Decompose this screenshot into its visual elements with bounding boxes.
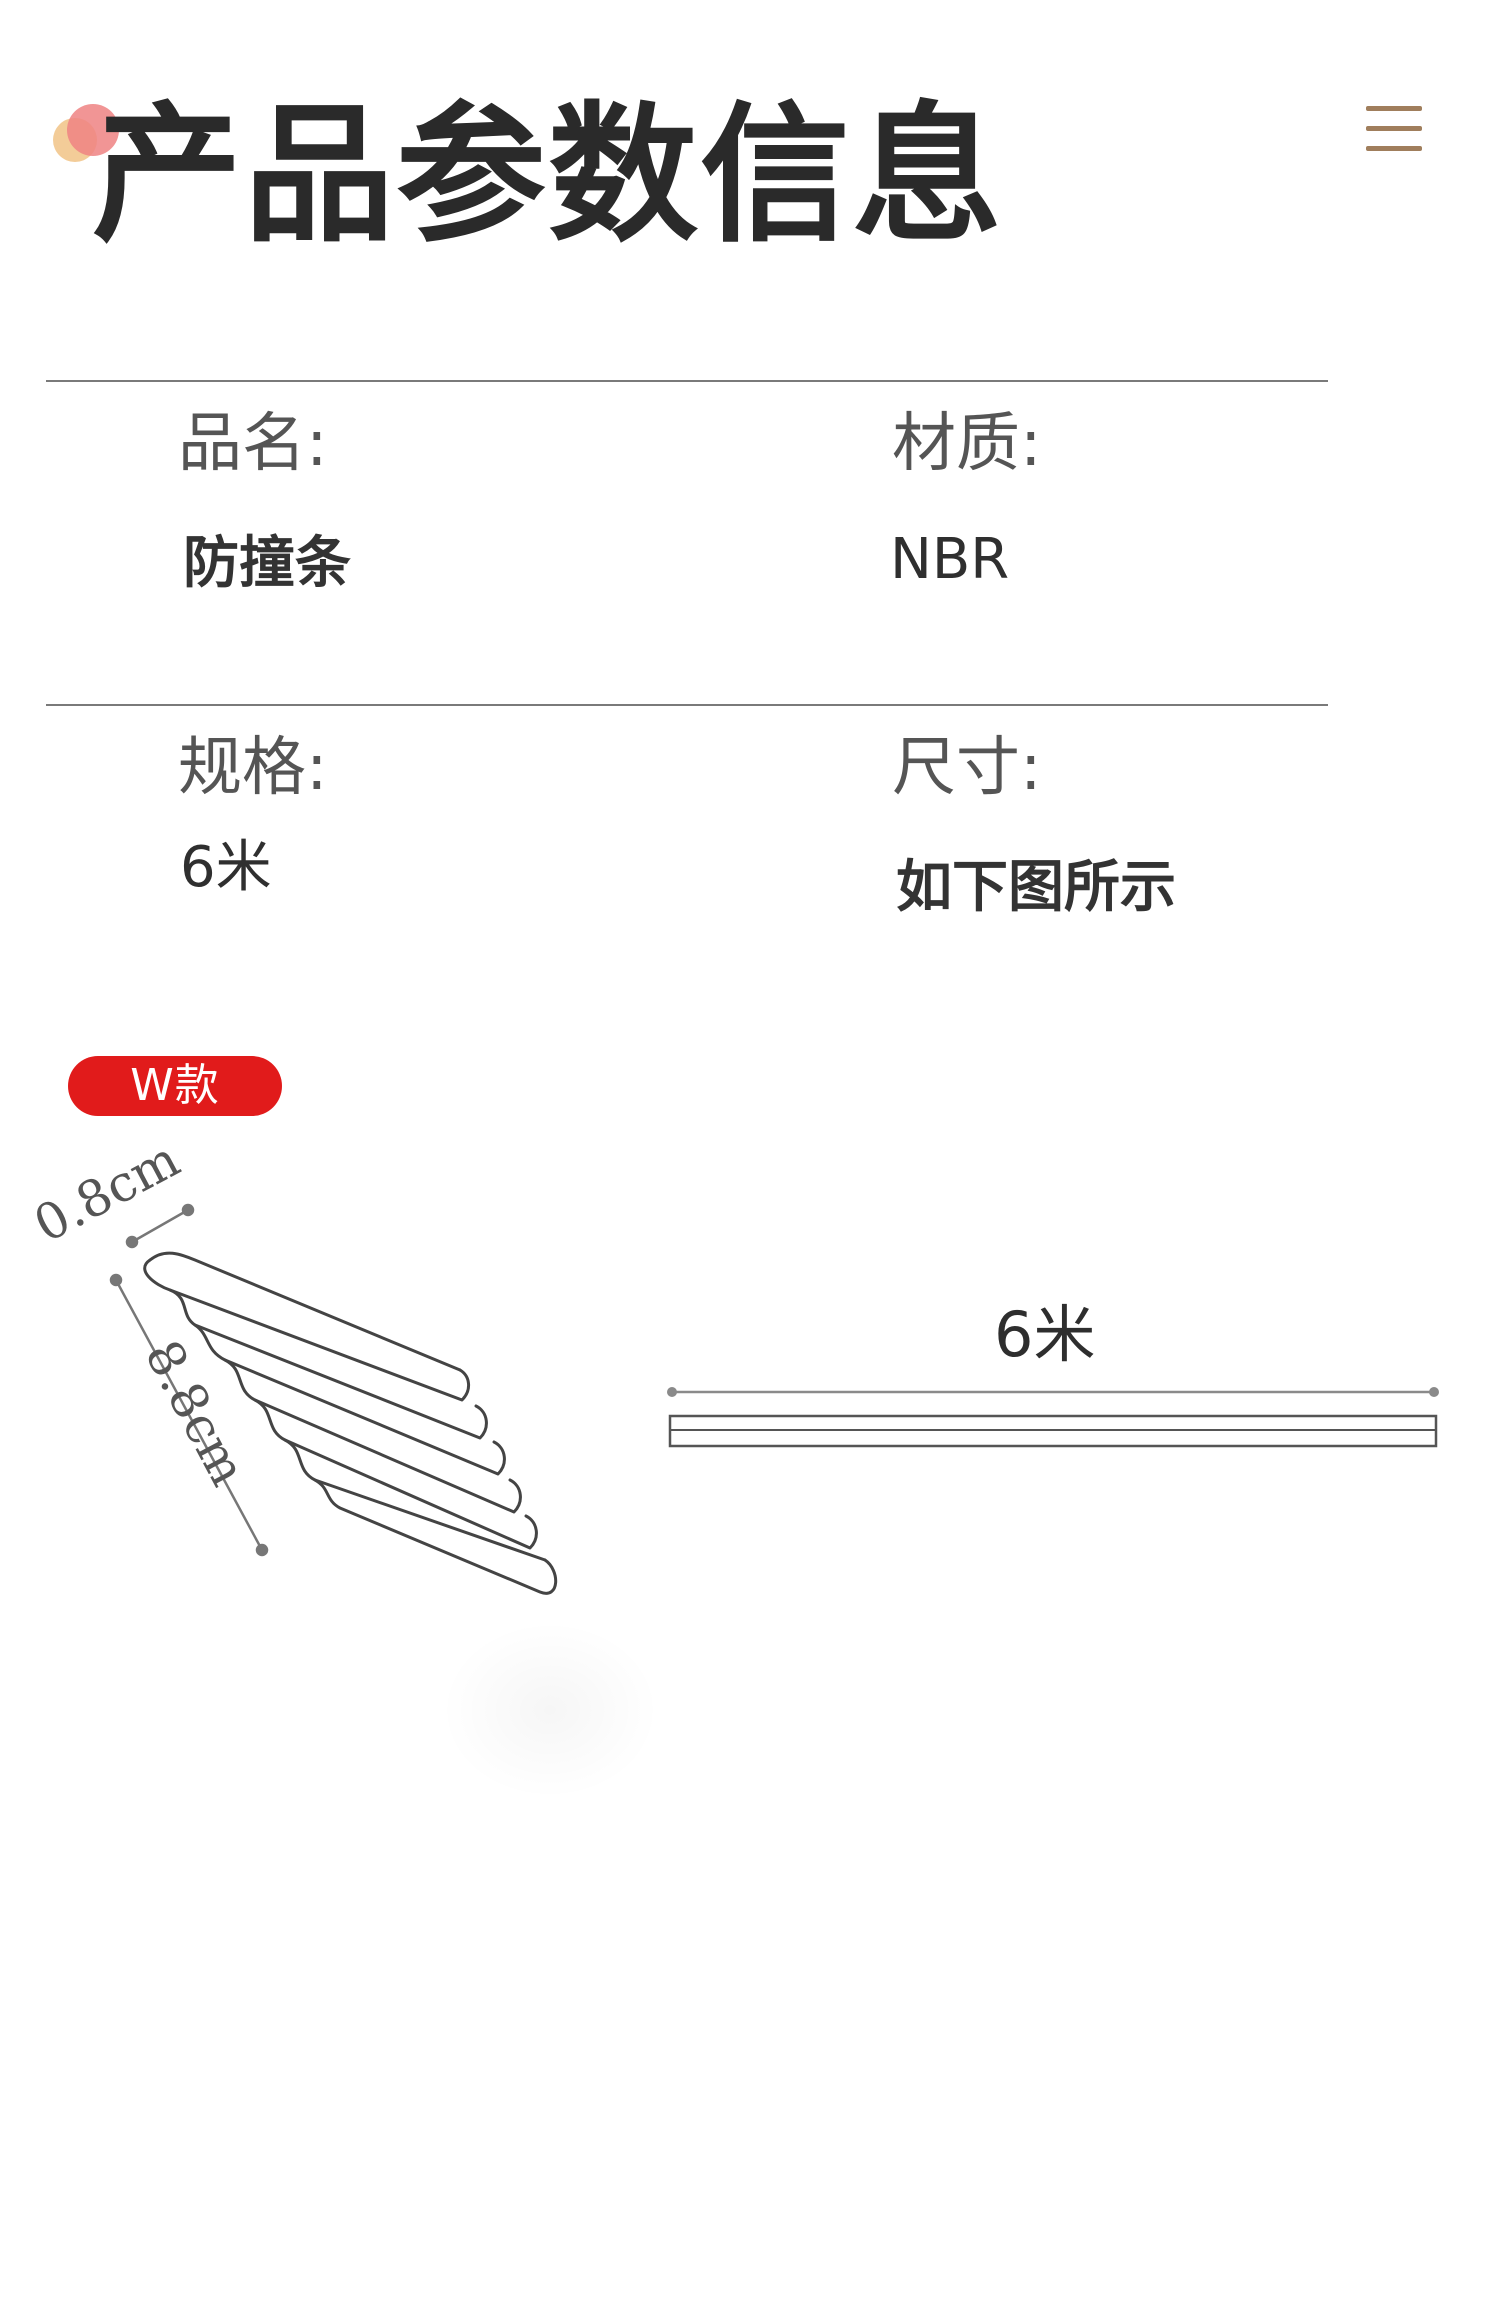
thickness-dim-end-a — [125, 1235, 139, 1249]
hamburger-menu-icon[interactable] — [1366, 102, 1426, 154]
material-label: 材质: — [892, 407, 1042, 481]
menu-bar-bottom — [1366, 146, 1422, 151]
length-dim-end-a — [667, 1387, 677, 1397]
spec-value: 6米 — [180, 835, 272, 900]
width-dimension-line — [114, 1278, 264, 1552]
page-title: 产品参数信息 — [92, 89, 1005, 263]
length-label: 6米 — [994, 1298, 1096, 1371]
decorative-dot-red — [67, 104, 119, 156]
rib-6 — [313, 1478, 547, 1562]
rib-3 — [223, 1358, 506, 1476]
rib-2 — [193, 1323, 488, 1440]
rib-5 — [283, 1438, 538, 1550]
length-dim-end-b — [1429, 1387, 1439, 1397]
strip-diagram — [667, 1387, 1439, 1448]
profile-back-edge — [148, 1251, 462, 1372]
width-dim-end-a — [109, 1273, 123, 1287]
model-badge: W款 — [68, 1056, 282, 1116]
divider-middle — [46, 704, 1328, 706]
menu-bar-top — [1366, 106, 1422, 111]
background-smudge — [440, 1620, 660, 1800]
width-dim-end-b — [255, 1543, 269, 1557]
menu-bar-middle — [1366, 126, 1422, 131]
rib-4 — [253, 1398, 522, 1514]
material-value: NBR — [890, 527, 1010, 592]
size-label: 尺寸: — [892, 731, 1042, 805]
product-name-label: 品名: — [178, 407, 328, 481]
product-name-value: 防撞条 — [183, 531, 351, 596]
thickness-dim-end-b — [181, 1203, 195, 1217]
spec-label: 规格: — [178, 731, 328, 805]
divider-top — [46, 380, 1328, 382]
rib-1 — [168, 1288, 470, 1402]
profile-diagram — [109, 1203, 558, 1595]
size-value: 如下图所示 — [896, 855, 1176, 920]
thickness-dimension-line — [130, 1208, 190, 1244]
